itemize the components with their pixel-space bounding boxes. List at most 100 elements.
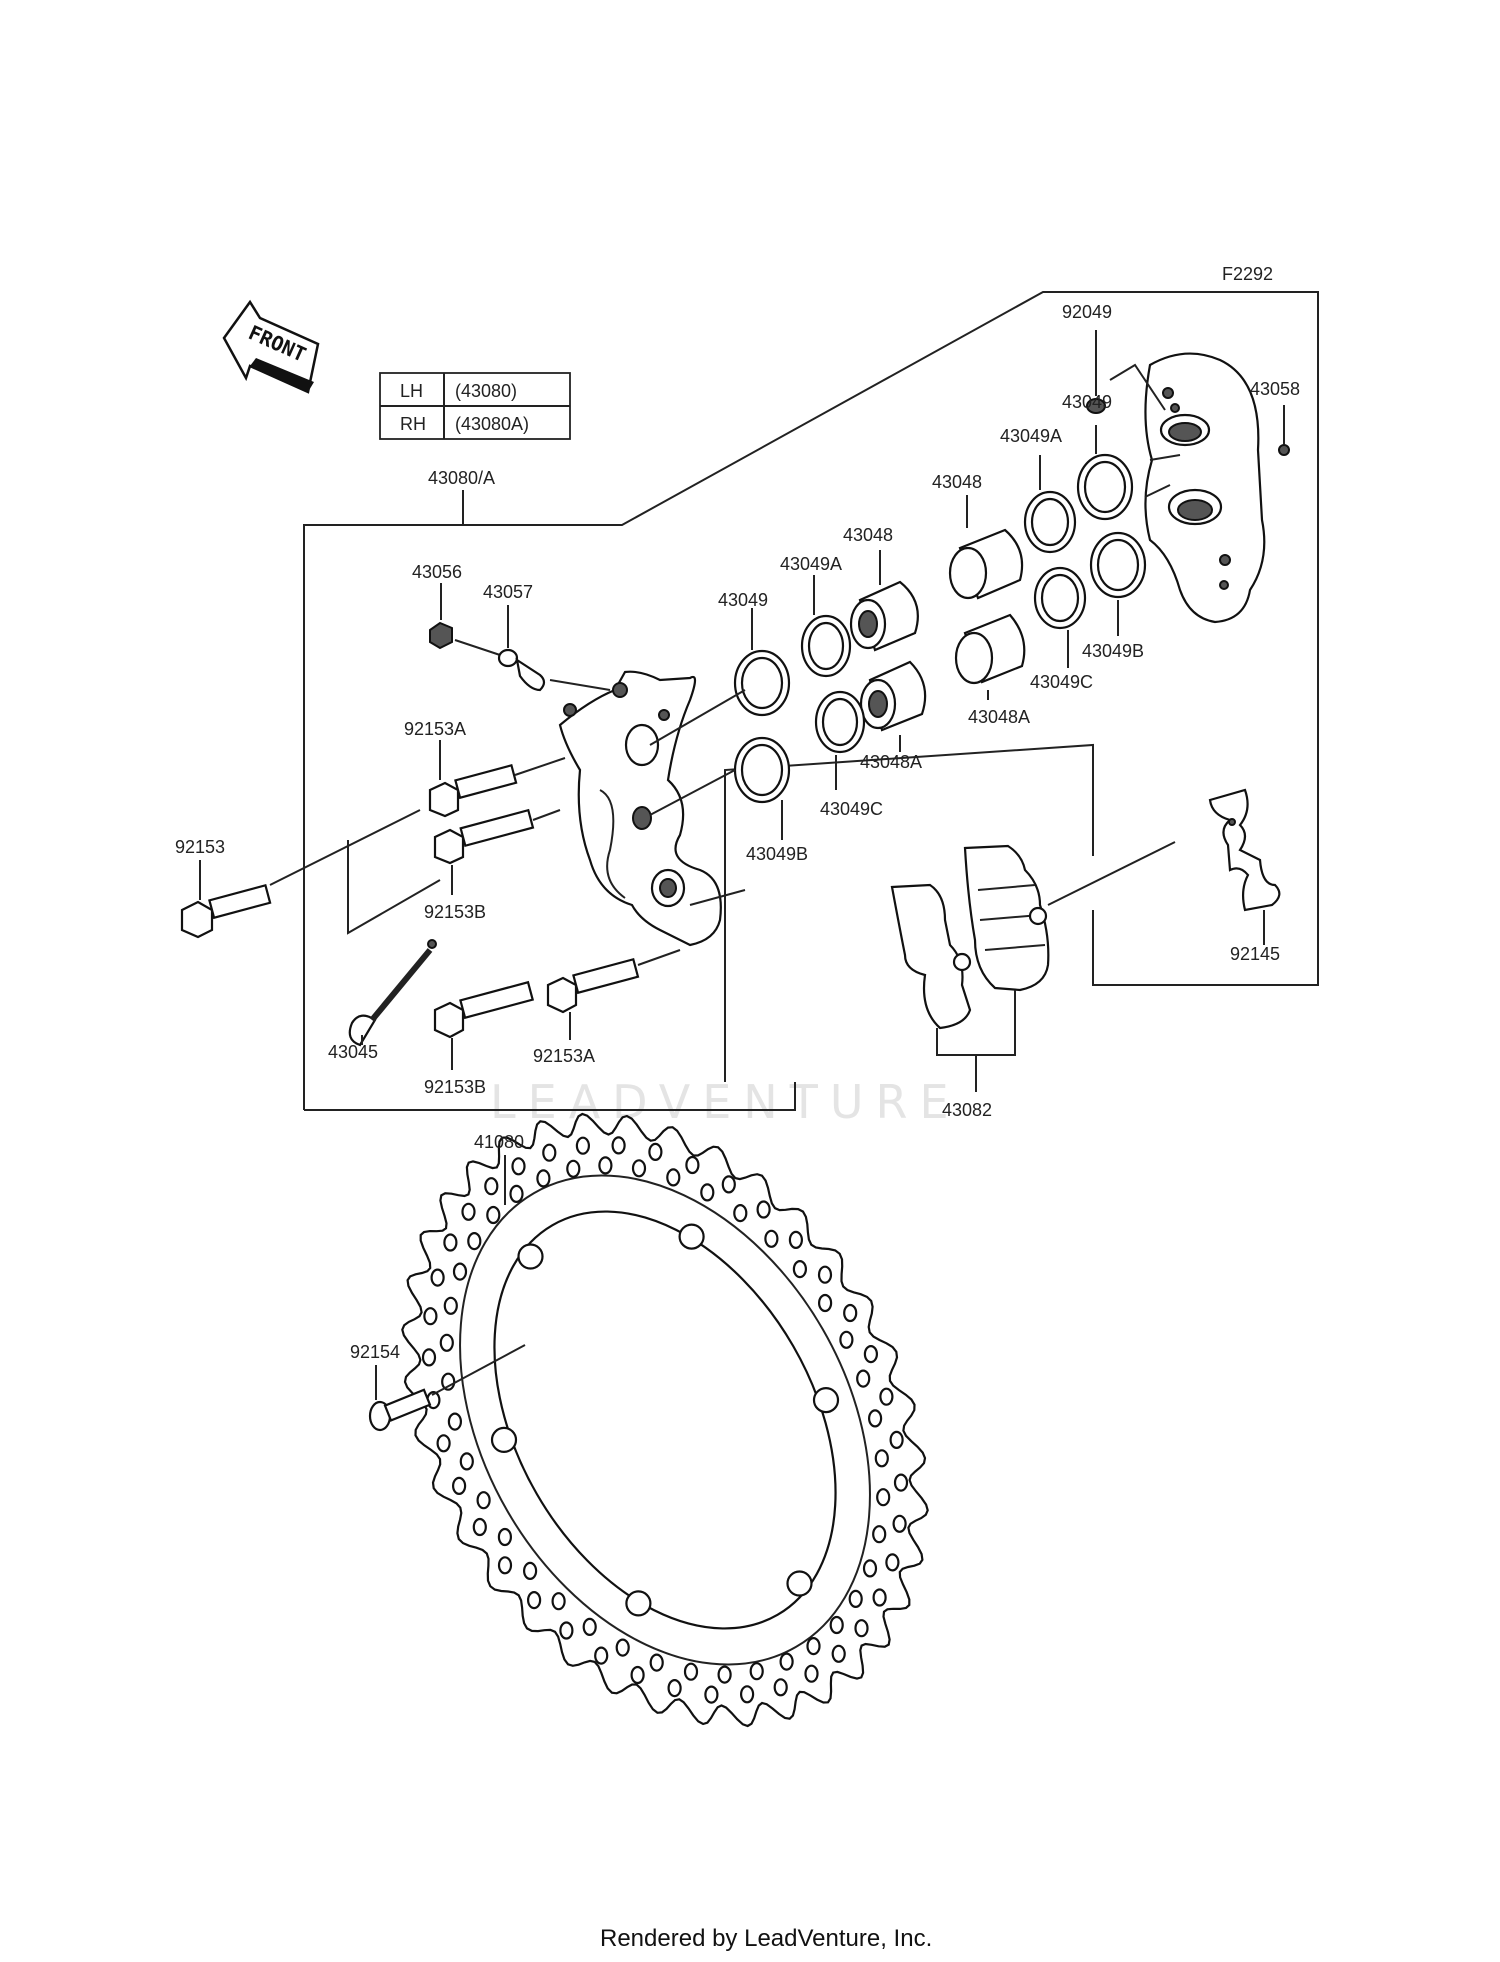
label-92153B-low: 92153B (424, 1077, 486, 1097)
disc-hole (484, 1177, 499, 1196)
side-table: LH (43080) RH (43080A) (379, 372, 571, 440)
disc-hole (447, 1412, 462, 1431)
disc-hole (893, 1473, 909, 1492)
brake-disc: 41080 (401, 1112, 929, 1728)
disc-hole (749, 1662, 764, 1681)
disc-hole (594, 1646, 609, 1665)
nut-and-fitting: 43056 43057 (412, 562, 611, 692)
disc-hole (829, 1615, 844, 1635)
table-side-lh: LH (400, 381, 423, 401)
disc-hole (436, 1434, 451, 1453)
disc-hole (876, 1488, 891, 1507)
disc-hole (611, 1136, 626, 1155)
disc-hole (704, 1685, 719, 1704)
label-92145: 92145 (1230, 944, 1280, 964)
label-43049C-left: 43049C (820, 799, 883, 819)
disc-hole (831, 1644, 846, 1663)
disc-mount-hole (625, 1590, 652, 1617)
disc-hole (452, 1262, 468, 1281)
disc-hole (631, 1159, 647, 1178)
label-43056: 43056 (412, 562, 462, 582)
label-43049B-top: 43049B (1082, 641, 1144, 661)
disc-hole (863, 1344, 879, 1364)
bleeder-parts: 92049 43058 (1062, 302, 1300, 456)
label-43049B-left: 43049B (746, 844, 808, 864)
disc-hole (476, 1491, 491, 1510)
disc-hole (885, 1553, 900, 1572)
disc-hole (862, 1559, 878, 1578)
disc-hole (879, 1387, 894, 1406)
disc-hole (459, 1452, 474, 1471)
disc-mount-hole (490, 1426, 518, 1454)
disc-hole (874, 1449, 889, 1468)
label-43049A-top: 43049A (1000, 426, 1062, 446)
disc-hole (756, 1200, 771, 1219)
label-43049-top: 43049 (1062, 392, 1112, 412)
disc-hole (566, 1159, 581, 1178)
disc-hole (700, 1183, 715, 1202)
footer-credit: Rendered by LeadVenture, Inc. (600, 1925, 932, 1952)
disc-hole (872, 1588, 887, 1607)
disc-hole (806, 1636, 821, 1656)
disc-hole (867, 1409, 883, 1428)
disc-hole (542, 1143, 557, 1162)
label-92153A-top: 92153A (404, 719, 466, 739)
disc-hole (649, 1653, 664, 1672)
figure-code: F2292 (1222, 264, 1273, 284)
disc-hole (666, 1168, 681, 1187)
seals-pistons-middle: 43048 43049A 43048A (780, 525, 927, 790)
disc-hole (430, 1268, 445, 1287)
disc-hole (522, 1561, 538, 1581)
table-part-lh: (43080) (455, 381, 517, 401)
disc-hole (773, 1678, 788, 1697)
disc-hole (717, 1665, 732, 1684)
disc-hole (889, 1430, 904, 1450)
disc-hole (582, 1617, 597, 1637)
brake-pads: 43082 (890, 841, 1176, 1120)
disc-hole (486, 1205, 501, 1225)
disc-hole (839, 1330, 854, 1349)
bolts: 92153A 92153B 92153 43045 92153B 92153A (175, 719, 681, 1097)
label-92153B-mid: 92153B (424, 902, 486, 922)
label-43049-left: 43049 (718, 590, 768, 610)
caliper-half-left (558, 670, 722, 947)
label-43082: 43082 (942, 1100, 992, 1120)
label-43058: 43058 (1250, 379, 1300, 399)
caliper-assembly-outline (303, 291, 1319, 1111)
label-43048-top: 43048 (932, 472, 982, 492)
label-43048-mid: 43048 (843, 525, 893, 545)
disc-hole (443, 1296, 458, 1315)
disc-hole (804, 1664, 819, 1683)
seals-left: 43049 43049C 43049B (718, 590, 883, 864)
disc-hole (667, 1678, 682, 1698)
disc-hole (892, 1514, 907, 1533)
disc-bolt: 92154 (350, 1342, 526, 1432)
disc-hole (423, 1307, 438, 1326)
disc-hole (551, 1592, 566, 1611)
label-43080-A: 43080/A (428, 468, 495, 488)
disc-hole (526, 1590, 542, 1610)
assembly-leader-lines (649, 454, 1181, 906)
label-92049: 92049 (1062, 302, 1112, 322)
disc-hole (788, 1230, 804, 1250)
disc-hole (421, 1348, 437, 1367)
disc-hole (856, 1369, 871, 1388)
disc-hole (536, 1169, 551, 1188)
disc-hole (575, 1136, 591, 1155)
caliper-half-right (1144, 352, 1266, 624)
label-92154: 92154 (350, 1342, 400, 1362)
disc-hole (615, 1638, 630, 1657)
disc-hole (509, 1184, 524, 1204)
disc-hole (648, 1142, 663, 1162)
label-43057: 43057 (483, 582, 533, 602)
label-43048A-top: 43048A (968, 707, 1030, 727)
pad-spring: 92145 (1208, 788, 1281, 964)
disc-hole (511, 1157, 526, 1176)
seals-pistons-right: 43049 43049A 43048 43049B 43049C 43048A (932, 392, 1171, 727)
disc-hole (739, 1685, 755, 1704)
disc-hole (848, 1589, 863, 1609)
table-side-rh: RH (400, 414, 426, 434)
disc-hole (854, 1619, 869, 1638)
disc-hole (461, 1202, 476, 1221)
